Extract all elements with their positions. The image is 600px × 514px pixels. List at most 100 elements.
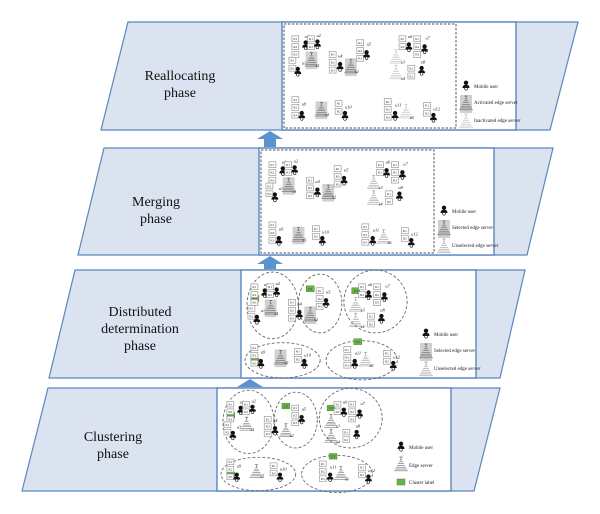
user-head bbox=[419, 65, 424, 71]
mobile-user-icon bbox=[322, 298, 330, 308]
resource-label: R1 bbox=[344, 430, 348, 434]
up-arrow-icon bbox=[237, 379, 263, 387]
node-tag: s6 bbox=[388, 240, 393, 245]
resource-label: R1 bbox=[252, 285, 256, 289]
node-tag: u12 bbox=[411, 232, 418, 237]
phase-label: phase bbox=[124, 339, 156, 354]
legend-item: Inactivated edge server bbox=[474, 119, 521, 124]
resource-box bbox=[250, 291, 259, 298]
user-body bbox=[298, 418, 306, 422]
resource-label: R2 bbox=[378, 171, 382, 175]
cluster-ellipse bbox=[318, 388, 383, 449]
resource-label: R1 bbox=[228, 460, 232, 464]
resource-label: R1 bbox=[378, 163, 382, 167]
server-antenna bbox=[254, 464, 258, 468]
user-head bbox=[463, 80, 469, 85]
mobile-user-icon bbox=[369, 236, 377, 246]
resource-box bbox=[263, 415, 272, 423]
mobile-user-icon bbox=[391, 110, 399, 121]
cluster-ellipse bbox=[244, 342, 321, 379]
user-head bbox=[392, 110, 398, 116]
edge-server-icon bbox=[389, 64, 403, 80]
user-device bbox=[342, 182, 346, 186]
node-layer: R1R2R3u1R1R2u2R1R2u3s1R1R2R3u4s2R1R2R3u5… bbox=[265, 159, 419, 248]
user-device bbox=[342, 413, 346, 417]
edge-server-icon bbox=[321, 184, 336, 202]
legend-item: Mobile user bbox=[474, 85, 498, 90]
edge-server-icon bbox=[343, 58, 358, 77]
resource-block: R3 bbox=[291, 51, 300, 58]
node-tag: u2 bbox=[276, 281, 281, 286]
user-body bbox=[276, 476, 284, 480]
resource-label: R1 bbox=[331, 53, 335, 57]
resource-box bbox=[223, 421, 232, 428]
server-antenna bbox=[284, 423, 288, 427]
user-head bbox=[366, 474, 371, 479]
resource-label: R2 bbox=[309, 45, 313, 49]
node-tag: u7 bbox=[385, 284, 390, 289]
resource-box bbox=[383, 106, 392, 113]
user-device bbox=[391, 367, 395, 371]
resource-block: R1 bbox=[333, 401, 342, 408]
resource-block: R2 bbox=[413, 43, 421, 50]
resource-box bbox=[306, 192, 314, 199]
resource-block: R2 bbox=[294, 356, 302, 363]
resource-label: R1 bbox=[425, 104, 429, 108]
node-tag: s2 bbox=[290, 433, 295, 438]
resource-block: R3 bbox=[373, 299, 381, 306]
legend-edge-server-icon bbox=[394, 456, 408, 472]
resource-block: R2 bbox=[247, 312, 256, 320]
resource-block: R2 bbox=[312, 233, 320, 240]
resource-box bbox=[226, 473, 235, 480]
up-arrow-icon bbox=[257, 256, 283, 269]
mobile-user-icon bbox=[336, 61, 344, 72]
user-head bbox=[297, 309, 302, 315]
resource-label: R2 bbox=[387, 200, 391, 204]
user-device bbox=[273, 198, 277, 203]
mobile-user-icon bbox=[340, 175, 348, 186]
node-tag: u5 bbox=[367, 42, 372, 47]
resource-block: R2 bbox=[376, 169, 384, 176]
node-tag: u10 bbox=[304, 352, 311, 357]
node-tag: u3 bbox=[261, 308, 266, 313]
cluster-label-icon: C5 bbox=[328, 453, 338, 460]
resource-label: R2 bbox=[375, 293, 379, 297]
resource-label: R3 bbox=[358, 57, 362, 61]
resource-box bbox=[315, 303, 324, 310]
resource-block: R1 bbox=[318, 460, 327, 467]
resource-box bbox=[356, 39, 364, 46]
resource-label: R1 bbox=[350, 403, 354, 407]
resource-block: R3 bbox=[268, 237, 277, 244]
server-highlight bbox=[264, 299, 277, 318]
resource-block: R2 bbox=[268, 169, 277, 176]
resource-box bbox=[266, 283, 275, 291]
mobile-user-icon bbox=[326, 472, 334, 482]
mobile-user-icon bbox=[233, 472, 241, 482]
resource-label: R2 bbox=[228, 410, 232, 414]
mobile-user-icon bbox=[429, 112, 437, 123]
resource-box bbox=[284, 169, 293, 176]
cluster-label-text: C5 bbox=[331, 455, 335, 459]
user-head bbox=[391, 360, 396, 366]
resource-box bbox=[376, 169, 384, 176]
user-body bbox=[318, 240, 326, 244]
server-antenna bbox=[329, 429, 333, 433]
legend-mobile-user-icon bbox=[462, 80, 470, 91]
resource-label: R2 bbox=[318, 297, 322, 301]
user-device bbox=[296, 73, 300, 77]
mobile-user-icon bbox=[365, 290, 373, 301]
resource-block: R2 bbox=[356, 47, 364, 54]
resource-block: R1 bbox=[383, 350, 391, 357]
resource-block: R1 bbox=[269, 462, 278, 469]
resource-label: R1 bbox=[309, 37, 313, 41]
server-highlight bbox=[322, 184, 335, 202]
mobile-user-icon bbox=[295, 309, 303, 320]
resource-label: R3 bbox=[393, 178, 397, 182]
cluster-ellipse bbox=[273, 391, 318, 449]
resource-box bbox=[328, 66, 337, 74]
node-tag: s3 bbox=[401, 59, 406, 64]
resource-block: R2 bbox=[367, 320, 375, 328]
user-head bbox=[366, 290, 371, 295]
